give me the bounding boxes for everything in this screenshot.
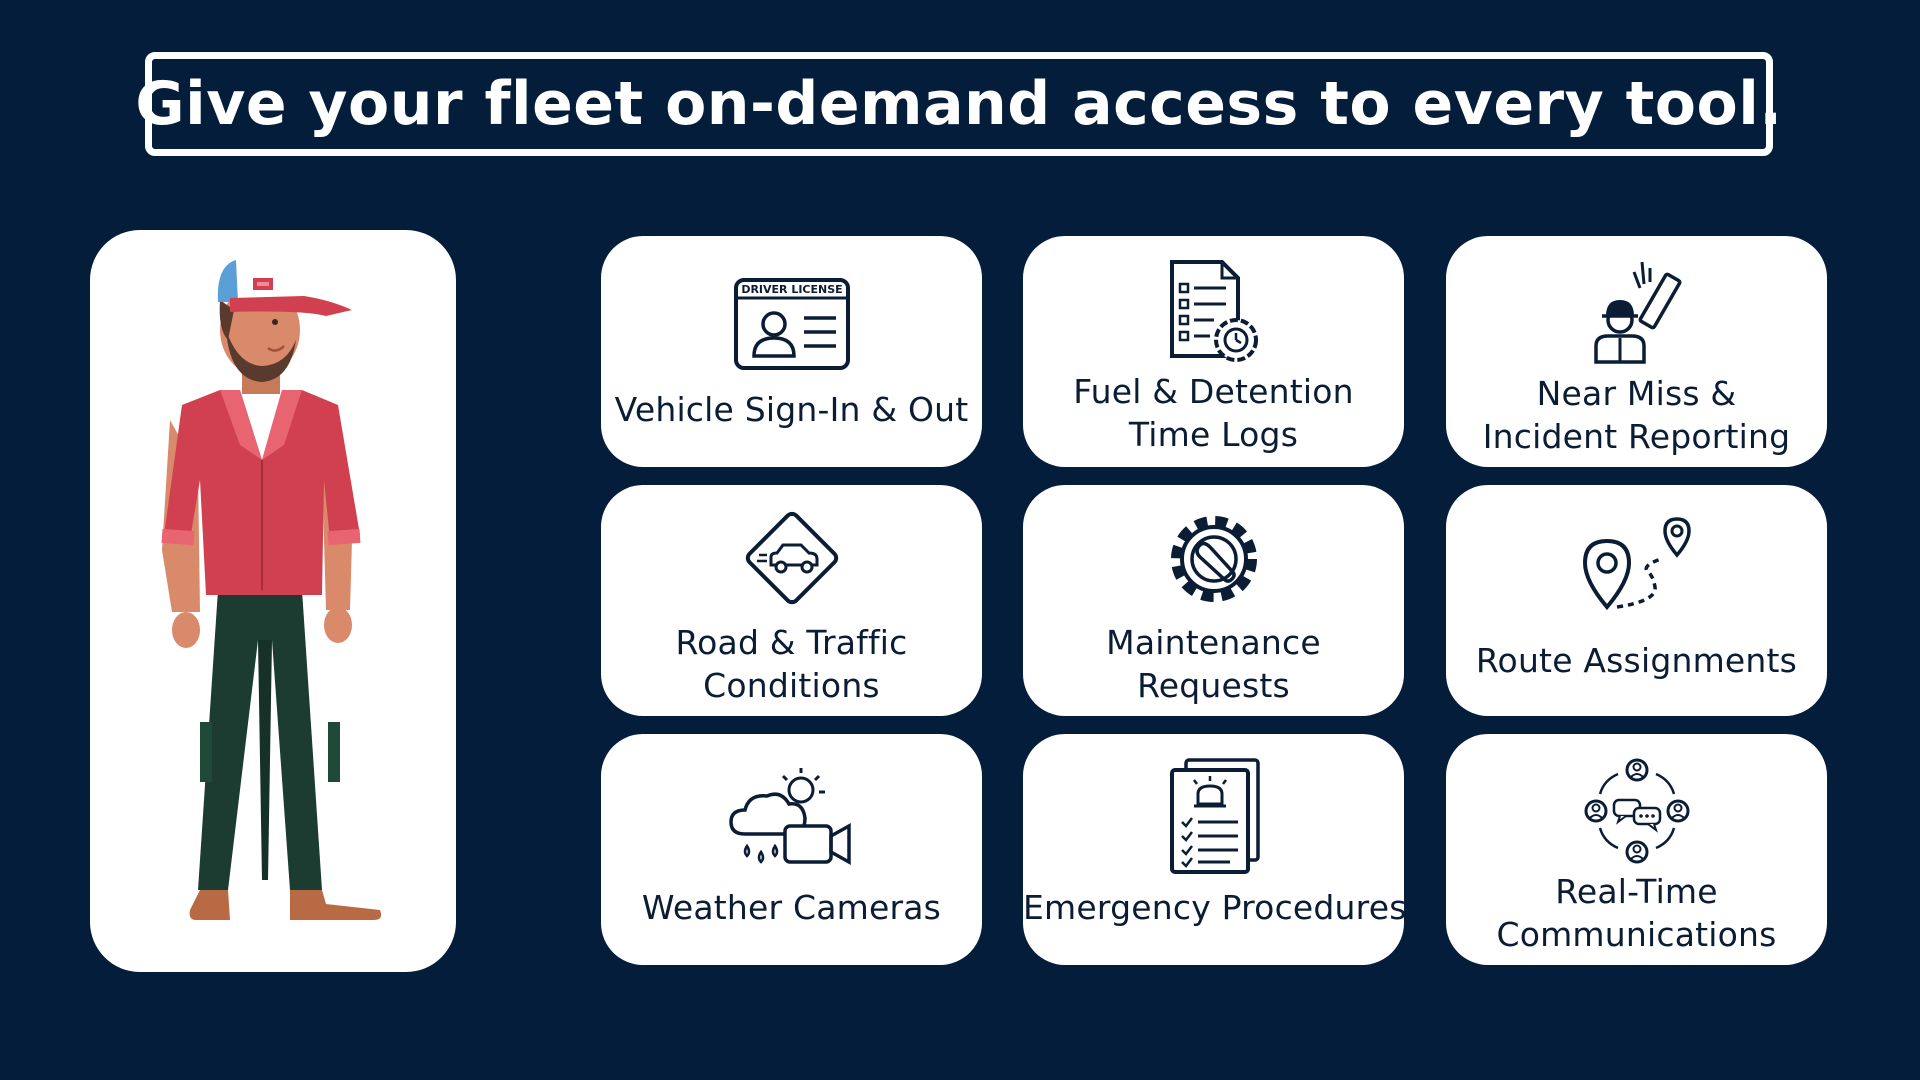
tool-card-emergency-procedures[interactable]: Emergency Procedures bbox=[1023, 734, 1407, 965]
driver-license-icon: DRIVER LICENSE bbox=[733, 278, 850, 370]
route-pins-icon bbox=[1582, 517, 1691, 611]
tool-card-maintenance[interactable]: Maintenance Requests bbox=[1023, 485, 1404, 716]
weather-camera-icon bbox=[728, 768, 851, 865]
tool-label: Route Assignments bbox=[1475, 641, 1798, 680]
driver-card bbox=[90, 230, 456, 972]
wrench-gear-icon bbox=[1170, 516, 1257, 602]
tool-card-weather-cameras[interactable]: Weather Cameras bbox=[601, 734, 982, 965]
tool-card-route-assignments[interactable]: Route Assignments bbox=[1446, 485, 1827, 716]
page-title: Give your fleet on-demand access to ever… bbox=[135, 69, 1783, 139]
tool-label: Road & Traffic Conditions bbox=[675, 623, 908, 705]
tool-label: Vehicle Sign-In & Out bbox=[614, 390, 969, 429]
road-sign-car-icon bbox=[745, 511, 838, 605]
tools-grid: DRIVER LICENSE Vehicle Sign-In & Out bbox=[601, 236, 1827, 966]
tool-card-road-traffic[interactable]: Road & Traffic Conditions bbox=[601, 485, 982, 716]
tool-label: Maintenance Requests bbox=[1106, 623, 1321, 705]
tool-label: Near Miss & Incident Reporting bbox=[1482, 374, 1791, 456]
driver-illustration bbox=[161, 258, 382, 920]
emergency-checklist-icon bbox=[1169, 758, 1260, 874]
tool-label: Fuel & Detention Time Logs bbox=[1073, 372, 1354, 454]
fuel-log-document-icon bbox=[1169, 260, 1258, 362]
tool-card-near-miss-incident[interactable]: Near Miss & Incident Reporting bbox=[1446, 236, 1827, 467]
tool-label: Emergency Procedures bbox=[1023, 888, 1407, 927]
tool-label: Weather Cameras bbox=[641, 888, 942, 927]
tool-label: Real-Time Communications bbox=[1496, 872, 1777, 954]
tool-card-fuel-detention-logs[interactable]: Fuel & Detention Time Logs bbox=[1023, 236, 1404, 467]
title-banner: Give your fleet on-demand access to ever… bbox=[135, 52, 1782, 156]
svg-text:DRIVER LICENSE: DRIVER LICENSE bbox=[741, 283, 842, 296]
incident-worker-icon bbox=[1593, 261, 1681, 364]
tool-card-real-time-communications[interactable]: Real-Time Communications bbox=[1446, 734, 1827, 965]
tool-card-vehicle-sign-in-out[interactable]: DRIVER LICENSE Vehicle Sign-In & Out bbox=[601, 236, 982, 467]
team-chat-icon bbox=[1584, 758, 1689, 864]
